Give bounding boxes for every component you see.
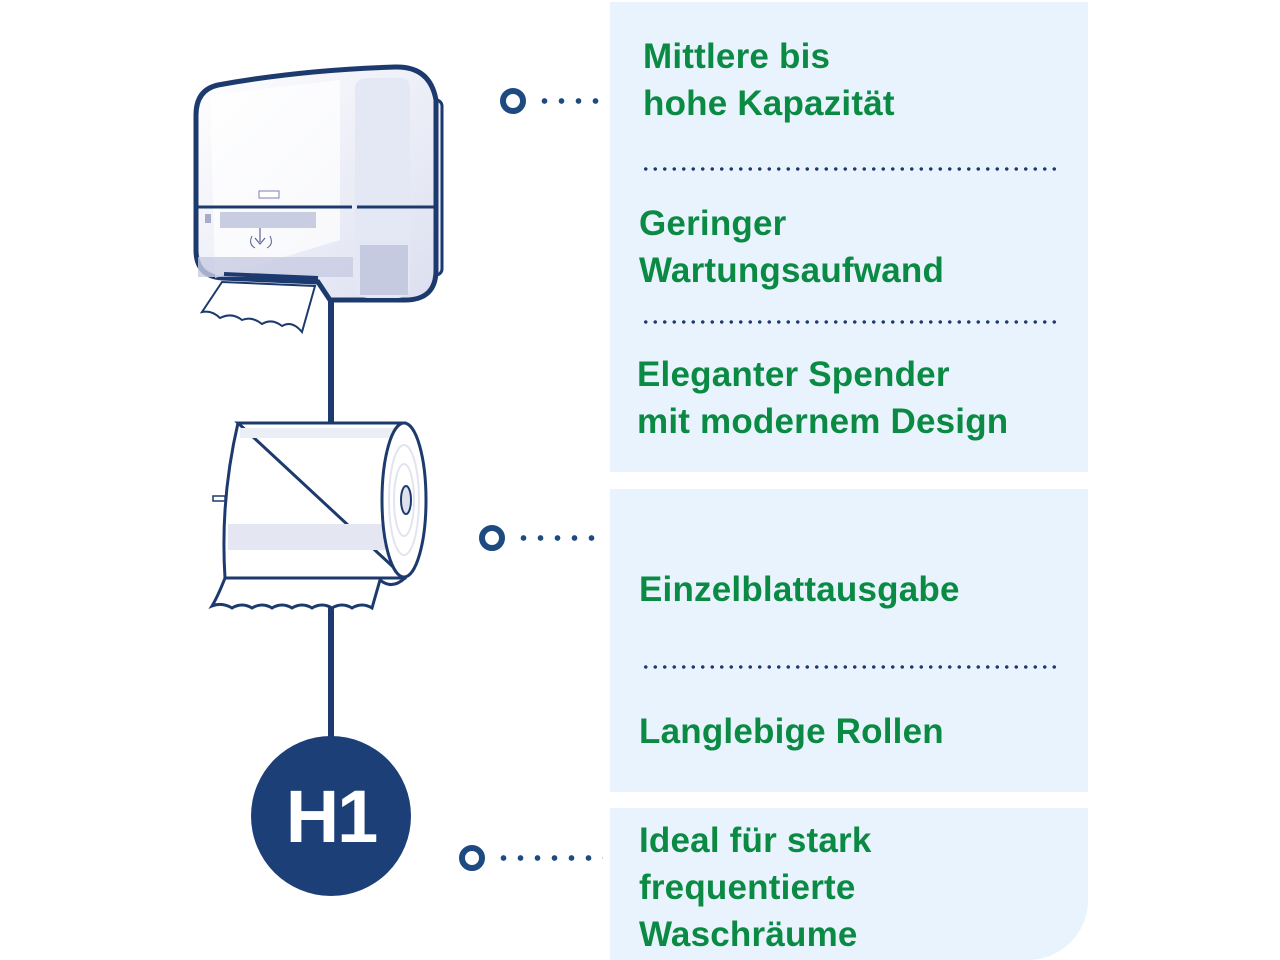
dotted-divider bbox=[641, 320, 1059, 324]
feature-design: Eleganter Spender mit modernem Design bbox=[637, 355, 1009, 441]
connecting-line bbox=[328, 290, 334, 425]
dotted-leader bbox=[495, 855, 603, 861]
ring-connector-icon bbox=[459, 845, 485, 871]
feature-panel-dispenser bbox=[610, 2, 1088, 472]
feature-panel-roll bbox=[610, 489, 1088, 792]
dotted-leader bbox=[515, 535, 605, 541]
dotted-leader bbox=[536, 98, 608, 104]
dotted-divider bbox=[641, 665, 1059, 669]
ring-connector-icon bbox=[500, 88, 526, 114]
dotted-divider bbox=[641, 167, 1059, 171]
feature-capacity: Mittlere bis hohe Kapazität bbox=[643, 37, 895, 123]
feature-high-traffic: Ideal für stark frequentierte Waschräume bbox=[639, 821, 872, 954]
ring-connector-icon bbox=[479, 525, 505, 551]
feature-maintenance: Geringer Wartungsaufwand bbox=[639, 204, 945, 290]
feature-panel-system bbox=[610, 808, 1088, 960]
system-badge-h1: H1 bbox=[251, 736, 411, 896]
connecting-line bbox=[328, 605, 334, 740]
feature-single-sheet: Einzelblattausgabe bbox=[639, 570, 960, 609]
feature-durable-rolls: Langlebige Rollen bbox=[639, 712, 944, 751]
